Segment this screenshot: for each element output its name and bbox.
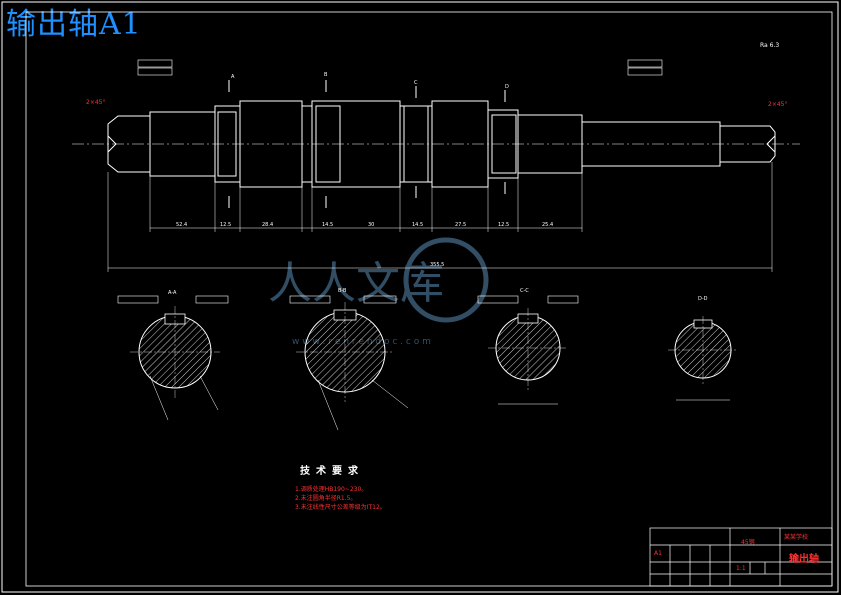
title-block-scale: 1:1 <box>736 565 746 572</box>
seg-dim-6: 14.5 <box>412 222 423 228</box>
title-block-part-name: 输出轴 <box>789 554 819 565</box>
drawing-title: 输出轴A1 <box>6 7 142 42</box>
section-view-b-b <box>289 295 409 431</box>
dimension-lines <box>107 162 773 272</box>
section-letter-d: D <box>505 84 509 90</box>
title-block-school: 某某学校 <box>784 534 809 541</box>
title-block <box>649 527 833 587</box>
svg-text:人人文库: 人人文库 <box>268 258 444 309</box>
seg-dim-4: 14.5 <box>322 222 333 228</box>
tech-requirement-2: 2.未注圆角半径R1.5。 <box>295 495 357 502</box>
section-label-c-c: C-C <box>520 288 529 294</box>
tolerance-frames <box>137 59 663 76</box>
section-letter-b: B <box>324 72 328 78</box>
total-length: 355.5 <box>430 262 444 268</box>
section-label-a-a: A-A <box>168 290 177 296</box>
section-view-a-a <box>117 295 229 421</box>
seg-dim-2: 12.5 <box>220 222 231 228</box>
tech-requirement-3: 3.未注线性尺寸公差等级为IT12。 <box>295 504 386 511</box>
section-view-c-c <box>477 295 579 405</box>
roughness-note: Ra 6.3 <box>760 42 779 49</box>
section-label-b-b: B-B <box>338 288 347 294</box>
section-markers <box>228 80 506 208</box>
title-block-drawing-no: A1 <box>654 550 662 557</box>
section-letter-a: A <box>231 74 235 80</box>
seg-dim-5: 30 <box>368 222 374 228</box>
chamfer-left: 2×45° <box>86 99 105 106</box>
technical-requirements-heading: 技术要求 <box>300 466 364 477</box>
tech-requirement-1: 1.调质处理HB190~230。 <box>295 486 368 493</box>
seg-dim-7: 27.5 <box>455 222 466 228</box>
seg-dim-8: 12.5 <box>498 222 509 228</box>
section-label-d-d: D-D <box>698 296 708 302</box>
chamfer-right: 2×45° <box>768 101 787 108</box>
inner-border <box>25 11 833 587</box>
seg-dim-9: 25.4 <box>542 222 553 228</box>
section-letter-c: C <box>414 80 418 86</box>
title-block-material: 45钢 <box>741 539 755 546</box>
section-view-d-d <box>668 316 738 401</box>
seg-dim-1: 52.4 <box>176 222 187 228</box>
seg-dim-3: 28.4 <box>262 222 273 228</box>
shaft-outline <box>107 100 776 188</box>
